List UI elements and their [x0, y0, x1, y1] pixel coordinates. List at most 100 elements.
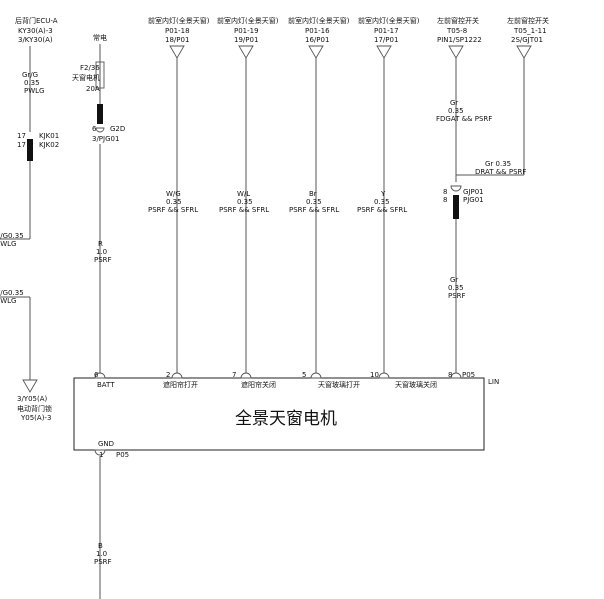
sig4-header-code: 17/P01: [374, 36, 398, 44]
left-source-pin: KY30(A)-3: [18, 27, 53, 35]
sig3-wire-size: 0.35: [306, 198, 322, 206]
left-target-code: 3/Y05(A): [17, 395, 48, 403]
lin-conn-b-pin: 8: [443, 196, 447, 204]
left-target-terminal-icon: [22, 379, 38, 393]
lin-low-wire-color: Gr: [450, 276, 458, 284]
ground-wire: B 1.0 PSRF: [94, 456, 112, 599]
left-source-name: 后背门ECU-A: [15, 16, 58, 25]
lin-conn-terminal-icon: [450, 185, 462, 192]
pin-10-terminal-icon: [378, 372, 390, 379]
pin-gnd-num: 1: [99, 451, 103, 459]
pin-7-terminal-icon: [240, 372, 252, 379]
module-connector: P05: [462, 371, 475, 379]
fuse-id: F2/36: [80, 64, 100, 72]
power-wire-circuit: PSRF: [94, 256, 112, 264]
left-conn-a-name: KJK01: [39, 132, 59, 140]
pin-7-label: 遮阳帘关闭: [241, 380, 276, 389]
lin-header-name: 左前窗控开关: [437, 16, 479, 25]
lin-top-wire-color: Gr: [450, 99, 458, 107]
power-conn-sub: 3/PJG01: [92, 135, 119, 143]
sig2-header-pin: P01-19: [234, 27, 259, 35]
signal-column-3: 前室内灯(全景天窗) P01-16 16/P01 Br 0.35 PSRF &&…: [288, 16, 350, 374]
sig1-wire-size: 0.35: [166, 198, 182, 206]
sig1-header-pin: P01-18: [165, 27, 190, 35]
sig3-header-code: 16/P01: [305, 36, 329, 44]
right-terminal-icon: [516, 45, 532, 59]
signal-column-4: 前室内灯(全景天窗) P01-17 17/P01 Y 0.35 PSRF && …: [357, 16, 420, 374]
pin-gnd-label: GND: [98, 440, 114, 448]
power-source-label: 常电: [93, 33, 107, 42]
ground-wire-size: 1.0: [96, 550, 107, 558]
ground-connector: P05: [116, 451, 129, 459]
pin-lin-num: 8: [448, 371, 452, 379]
left-wire-size: 0.35: [24, 79, 40, 87]
lin-conn-a-name: GJP01: [463, 188, 484, 196]
lin-terminal-icon: [448, 45, 464, 59]
pin-batt-num: 6: [94, 371, 99, 379]
pin-10-num: 10: [370, 371, 379, 379]
sunroof-motor-module: 全景天窗电机 P05 6 BATT 2 遮阳帘打开 7 遮阳帘关闭 5 天窗玻璃…: [73, 371, 499, 459]
sig4-header-pin: P01-17: [374, 27, 399, 35]
sig2-terminal-icon: [238, 45, 254, 59]
signal-column-1: 前室内灯(全景天窗) P01-18 18/P01 W/G 0.35 PSRF &…: [148, 16, 210, 374]
sig2-wire-circuit: PSRF && SFRL: [219, 206, 269, 214]
module-frame: [73, 377, 485, 451]
right-wire-circuit: DRAT && PSRF: [475, 168, 526, 176]
lin-header-code: PIN1/SP1222: [437, 36, 482, 44]
sig2-wire-size: 0.35: [237, 198, 253, 206]
pin-2-terminal-icon: [171, 372, 183, 379]
sig1-wire-circuit: PSRF && SFRL: [148, 206, 198, 214]
left-target-name: 电动背门锁: [17, 404, 52, 413]
right-column: 左前窗控开关 T05_1-11 2S/GJT01 Gr 0.35 DRAT &&…: [456, 16, 549, 176]
right-wire-spec: Gr 0.35: [485, 160, 511, 168]
left-target-pin: Y05(A)-3: [20, 414, 51, 422]
power-inline-connector: [97, 104, 103, 124]
left-conn-b-pin: 17: [17, 141, 26, 149]
pin-5-terminal-icon: [310, 372, 322, 379]
pin-5-num: 5: [302, 371, 306, 379]
ground-wire-circuit: PSRF: [94, 558, 112, 566]
pin-10-label: 天窗玻璃关闭: [395, 380, 437, 389]
sig3-header-pin: P01-16: [305, 27, 330, 35]
sig2-wire-color: W/L: [237, 190, 250, 198]
lin-top-wire-size: 0.35: [448, 107, 464, 115]
left-wire-color: Gr/G: [22, 71, 38, 79]
pin-batt-terminal-icon: [94, 372, 106, 379]
sig4-terminal-icon: [376, 45, 392, 59]
left-mid-wire-color: Y/G0.35: [0, 232, 24, 240]
fuse-name: 天窗电机: [72, 73, 100, 82]
sig1-header-code: 18/P01: [165, 36, 189, 44]
sig4-wire-circuit: PSRF && SFRL: [357, 206, 407, 214]
power-wire-color: R: [98, 240, 103, 248]
left-low-wire-circuit: PWLG: [0, 297, 16, 305]
pin-lin-terminal-icon: [450, 372, 462, 379]
left-column: 后背门ECU-A KY30(A)-3 3/KY30(A) Gr/G 0.35 P…: [0, 16, 59, 422]
pin-gnd-terminal-icon: [94, 449, 106, 456]
left-mid-wire-circuit: PWLG: [0, 240, 16, 248]
power-conn-pin: 6: [92, 125, 97, 133]
sig3-wire-color: Br: [309, 190, 317, 198]
lin-low-wire-size: 0.35: [448, 284, 464, 292]
lin-low-wire-circuit: PSRF: [448, 292, 466, 300]
pin-batt-label: BATT: [97, 381, 115, 389]
ground-wire-color: B: [98, 542, 103, 550]
fuse-rating: 20A: [86, 85, 100, 93]
sig4-header-name: 前室内灯(全景天窗): [358, 16, 420, 25]
pin-2-num: 2: [166, 371, 170, 379]
lin-column: 左前窗控开关 T05-8 PIN1/SP1222 Gr 0.35 FDGAT &…: [436, 16, 492, 374]
pin-5-label: 天窗玻璃打开: [318, 380, 360, 389]
left-low-wire-color: Y/G0.35: [0, 289, 24, 297]
lin-conn-a-pin: 8: [443, 188, 447, 196]
left-inline-connector: [27, 139, 33, 161]
sig2-header-name: 前室内灯(全景天窗): [217, 16, 279, 25]
power-conn-terminal-icon: [95, 127, 105, 133]
sig1-terminal-icon: [169, 45, 185, 59]
lin-conn-b-name: PJG01: [463, 196, 484, 204]
left-conn-a-pin: 17: [17, 132, 26, 140]
sig4-wire-size: 0.35: [374, 198, 390, 206]
sig3-wire-circuit: PSRF && SFRL: [289, 206, 339, 214]
sig2-header-code: 19/P01: [234, 36, 258, 44]
lin-header-pin: T05-8: [446, 27, 467, 35]
right-header-pin: T05_1-11: [513, 27, 547, 35]
